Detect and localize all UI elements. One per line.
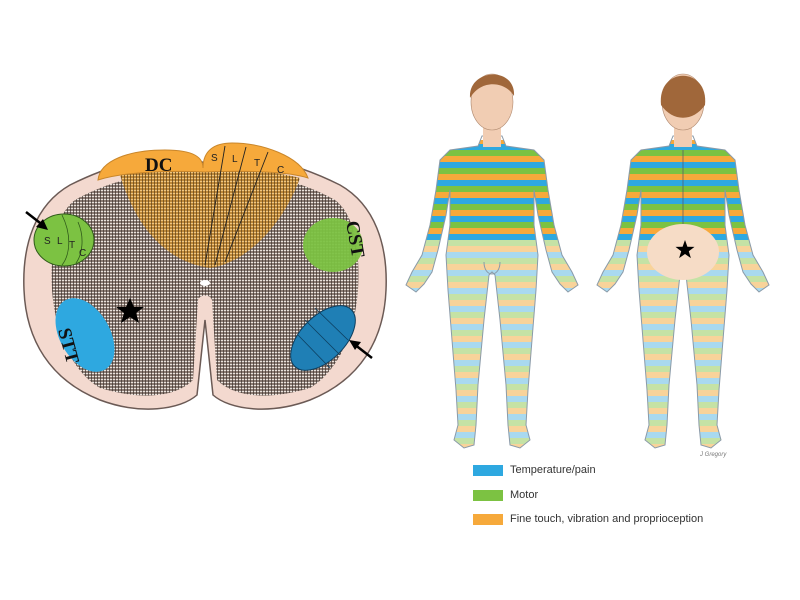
central-canal xyxy=(200,280,210,286)
motor-swatch xyxy=(473,489,503,501)
hair xyxy=(469,74,515,98)
dorsal-column-tract xyxy=(120,167,300,268)
lesion-star-icon xyxy=(675,240,695,259)
arrow-left-icon xyxy=(25,211,48,230)
cst-divisions xyxy=(61,214,83,266)
dorsal-column xyxy=(97,142,309,181)
arrow-right-icon xyxy=(349,340,373,359)
groin-detail xyxy=(483,261,501,275)
cst-segment-c: C xyxy=(79,248,86,259)
dc-segment-l: L xyxy=(232,154,238,165)
legend-label: Fine touch, vibration and proprioception xyxy=(510,513,704,525)
right-corticospinal-tract xyxy=(303,218,363,272)
cst-segment-l: L xyxy=(57,236,63,247)
legend-item-fine-touch: Fine touch, vibration and proprioception xyxy=(473,513,703,525)
neck xyxy=(674,125,692,147)
dorsal-column-divisions xyxy=(204,145,269,266)
head xyxy=(470,73,514,131)
cst-segment-t: T xyxy=(69,240,75,251)
upper-dermatomes xyxy=(406,140,578,240)
body-back xyxy=(596,73,770,449)
legend-label: Motor xyxy=(510,489,539,501)
body-front xyxy=(405,73,579,449)
dc-segment-c: C xyxy=(277,165,284,176)
left-spinothalamic-tract xyxy=(55,298,115,372)
lesion-star-icon xyxy=(116,298,144,323)
spinal-cord-cross-section: DC S L T C S L T C CST STT xyxy=(23,142,387,410)
temperature-swatch xyxy=(473,464,503,476)
dermatome-figures xyxy=(405,73,770,449)
dc-segment-s: S xyxy=(211,153,218,164)
cst-segment-s: S xyxy=(44,236,51,247)
dc-label: DC xyxy=(145,155,172,176)
hair xyxy=(660,75,706,118)
credit-text: J Gregory xyxy=(699,452,727,458)
dc-segment-t: T xyxy=(254,158,260,169)
left-corticospinal-tract xyxy=(33,213,95,267)
legend-label: Temperature/pain xyxy=(510,464,596,476)
fine-touch-swatch xyxy=(473,513,503,525)
neck xyxy=(483,125,501,147)
legend-item-motor: Motor xyxy=(473,489,538,501)
stt-divisions xyxy=(297,307,349,369)
legend-item-temperature: Temperature/pain xyxy=(473,464,596,476)
